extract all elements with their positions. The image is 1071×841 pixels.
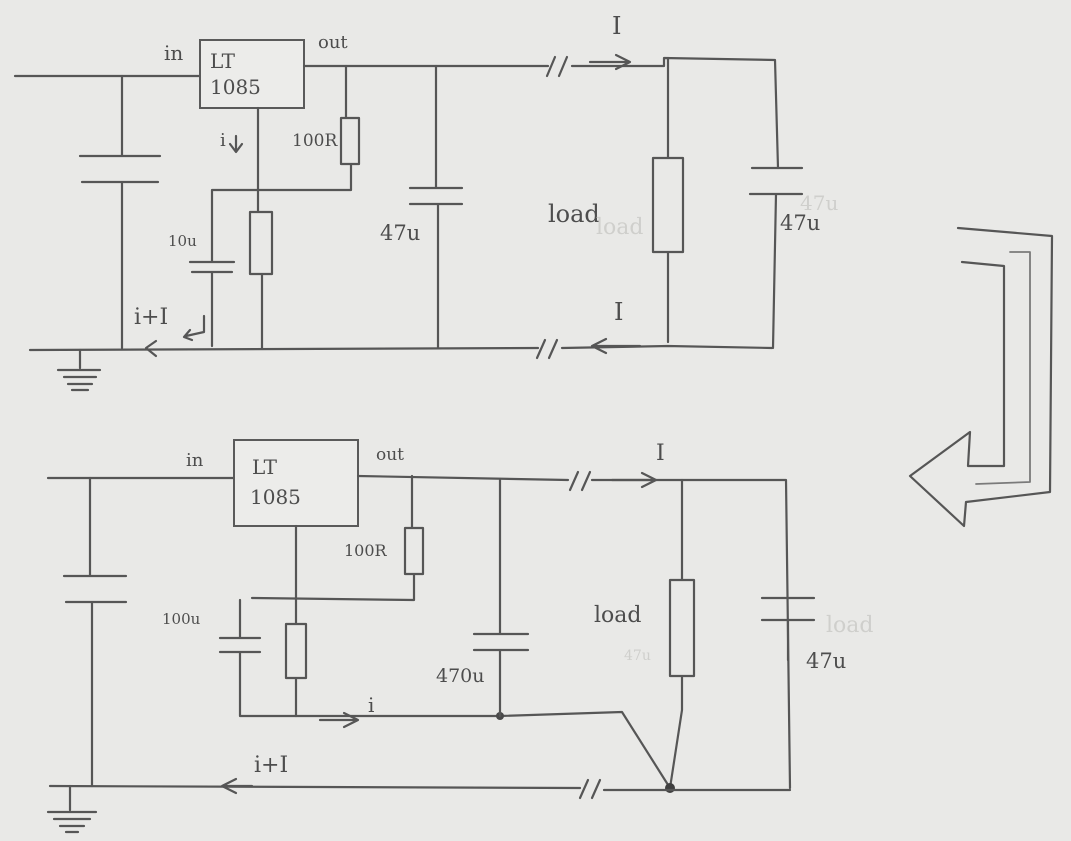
top-100r-resistor <box>256 64 361 192</box>
top-regulator-label-1: LT <box>210 49 236 73</box>
top-I-return-label: I <box>614 298 623 326</box>
bottom-labels: in LT 1085 out 100R 100u 470u i i+I I lo… <box>162 441 846 778</box>
top-ground-break <box>535 338 559 360</box>
transition-arrow <box>908 226 1054 528</box>
bottom-100r-label: 100R <box>344 541 388 560</box>
bottom-load-junction-dot <box>665 783 675 793</box>
ghost-load-bottom: load <box>826 613 873 638</box>
bottom-470u-label: 470u <box>436 665 485 687</box>
bottom-ground-symbol <box>46 784 98 834</box>
bottom-sense-arrow <box>318 711 360 729</box>
bottom-regulator <box>233 439 359 527</box>
bottom-adj-wire <box>284 524 308 718</box>
bottom-load-label: load <box>594 603 641 628</box>
bottom-ground-break <box>578 778 602 800</box>
bottom-circuit <box>46 439 816 834</box>
top-return-current-arrow <box>182 314 206 342</box>
bottom-input-capacitor <box>62 476 128 788</box>
top-current-arrow <box>588 53 632 71</box>
bottom-in-label: in <box>186 450 204 471</box>
top-out-label: out <box>318 32 348 53</box>
bottom-output-break <box>568 470 592 492</box>
top-10u-label: 10u <box>168 232 197 250</box>
bottom-load-capacitor <box>760 596 816 662</box>
top-47u-label: 47u <box>380 221 420 245</box>
bottom-100r-resistor <box>250 474 425 602</box>
ghost-load-value: 47u <box>624 648 651 664</box>
bottom-output-wire <box>356 474 792 790</box>
top-I-label: I <box>612 12 621 40</box>
bottom-regulator-label-2: 1085 <box>250 485 301 509</box>
top-load-cap-label: 47u <box>780 211 820 235</box>
ghost-labels: load 47u load 47u <box>596 191 873 664</box>
top-load-capacitor <box>748 166 804 350</box>
top-circuit <box>13 39 804 392</box>
top-ground-wire <box>28 344 774 352</box>
bottom-load-cap-label: 47u <box>806 649 846 673</box>
top-output-capacitor <box>408 64 464 350</box>
top-adj-current-arrow <box>228 134 244 154</box>
top-return-current-label: i+I <box>134 305 168 330</box>
bottom-sense-current-label: i <box>368 693 374 717</box>
top-input-capacitor <box>78 74 162 350</box>
ghost-load-top: load <box>596 215 643 240</box>
bottom-return-current-label: i+I <box>254 753 288 778</box>
transition-arrow-inner <box>975 251 1031 485</box>
bottom-adj-capacitor <box>218 598 298 718</box>
bottom-100u-label: 100u <box>162 610 201 628</box>
top-labels: in LT 1085 out i 100R 10u 47u i+I I I lo… <box>134 12 820 330</box>
top-adj-wire <box>248 106 274 350</box>
top-in-label: in <box>164 41 183 65</box>
top-regulator <box>199 39 305 109</box>
ghost-47u-top: 47u <box>800 191 838 215</box>
top-100r-label: 100R <box>292 131 338 151</box>
bottom-I-label: I <box>656 441 665 466</box>
bottom-return-arrow <box>220 777 254 795</box>
bottom-ground-wire <box>48 784 792 792</box>
bottom-sense-wire <box>294 710 672 790</box>
top-ground-arrow <box>144 339 158 358</box>
top-load-resistor <box>651 56 685 344</box>
bottom-regulator-label-1: LT <box>252 455 278 479</box>
bottom-output-capacitor <box>472 478 530 718</box>
bottom-out-label: out <box>376 445 404 465</box>
top-load-label: load <box>548 200 600 228</box>
top-adj-current-label: i <box>220 130 226 151</box>
top-return-arrow <box>590 337 642 355</box>
top-output-break <box>545 55 569 78</box>
top-ground-symbol <box>56 348 102 392</box>
top-output-wire <box>302 56 780 170</box>
top-regulator-label-2: 1085 <box>210 75 261 99</box>
top-adj-capacitor <box>188 188 260 348</box>
bottom-current-arrow <box>610 471 658 489</box>
bottom-load-resistor <box>668 478 696 790</box>
